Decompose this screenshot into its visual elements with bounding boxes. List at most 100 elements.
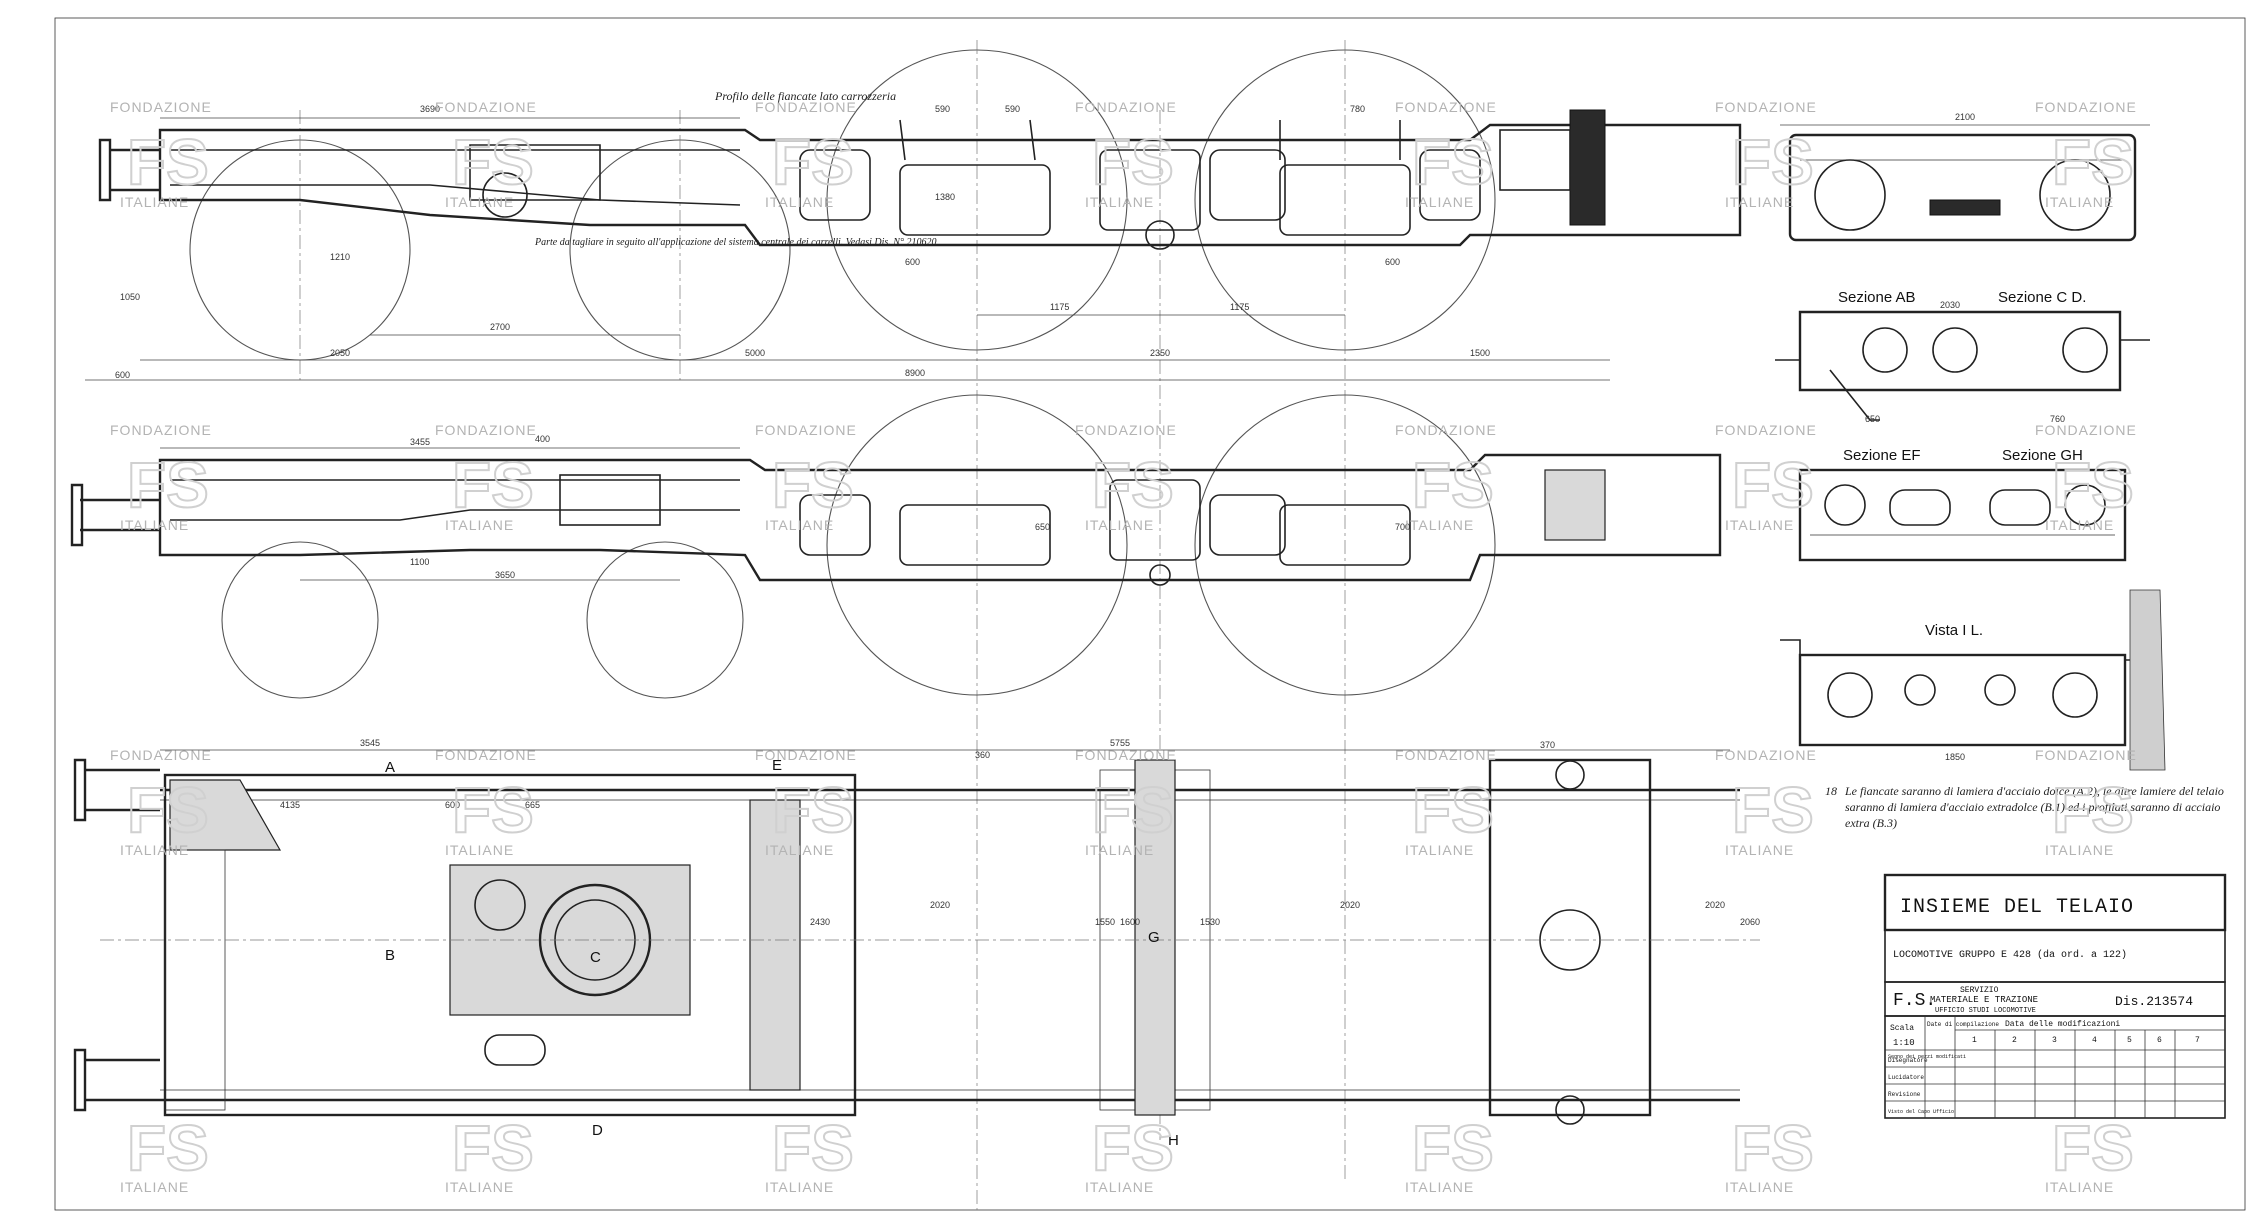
letter-g: G	[1148, 929, 1160, 946]
dim-label: 1175	[1050, 302, 1069, 312]
window	[1209, 149, 1286, 221]
watermark-fondazione: FONDAZIONE	[2035, 99, 2137, 115]
watermark-fondazione: FONDAZIONE	[110, 747, 212, 763]
view-frame	[1798, 653, 2127, 747]
letter-d: D	[592, 1122, 603, 1139]
watermark-fs-logo: FS	[1412, 126, 1494, 198]
profile-note: Profilo delle fiancate lato carrozzeria	[714, 89, 896, 103]
scale-label: Scala	[1890, 1024, 1914, 1033]
section-cd-label: Sezione C D.	[1998, 289, 2086, 306]
section-gh-label: Sezione GH	[2002, 447, 2083, 464]
dim-label: 760	[2050, 414, 2065, 424]
watermark-italiane: ITALIANE	[120, 194, 189, 210]
slot	[484, 1034, 546, 1066]
dates-label: Date di compilazione	[1927, 1021, 1999, 1028]
watermark-italiane: ITALIANE	[2045, 842, 2114, 858]
watermark-fondazione: FONDAZIONE	[2035, 422, 2137, 438]
hanger-links	[899, 119, 1401, 161]
mod-col-3: 3	[2052, 1036, 2057, 1045]
dim-label: 8900	[905, 368, 925, 378]
watermark-fs-logo: FS	[772, 449, 854, 521]
watermark-fs-logo: FS	[2052, 126, 2134, 198]
view-hole	[1904, 674, 1936, 706]
dim-label: 600	[905, 257, 920, 267]
watermark-italiane: ITALIANE	[120, 1179, 189, 1195]
drawing-title: INSIEME DEL TELAIO	[1900, 896, 2134, 919]
mod-col-1: 1	[1972, 1036, 1977, 1045]
dim-label: 1550	[1095, 917, 1115, 927]
watermark-fs-logo: FS	[452, 449, 534, 521]
section-hole	[2064, 484, 2106, 526]
row-label: Disegnatore	[1888, 1057, 1928, 1064]
row-label: Lucidatore	[1888, 1074, 1924, 1081]
dim-label: 1530	[1200, 917, 1220, 927]
watermark-italiane: ITALIANE	[1725, 842, 1794, 858]
watermark-italiane: ITALIANE	[445, 1179, 514, 1195]
dim-label: 650	[1035, 522, 1050, 532]
section-hole	[1824, 484, 1866, 526]
watermark-fondazione: FONDAZIONE	[1395, 99, 1497, 115]
mod-col-2: 2	[2012, 1036, 2017, 1045]
end-plate	[1929, 199, 2001, 216]
window	[799, 149, 871, 221]
dim-label: 1500	[1470, 348, 1490, 358]
scale-value: 1:10	[1893, 1038, 1915, 1048]
letter-h: H	[1168, 1132, 1179, 1149]
frame-outline	[158, 123, 1742, 247]
buffer-left-bottom	[73, 1048, 160, 1112]
dim-label: 1210	[330, 252, 350, 262]
title-block: INSIEME DEL TELAIO LOCOMOTIVE GRUPPO E 4…	[1883, 873, 2227, 1119]
watermark-fondazione: FONDAZIONE	[1075, 422, 1177, 438]
window	[799, 494, 871, 556]
hatched-edge	[2129, 589, 2166, 771]
col-label: Segno dei pezzi modificati	[1888, 1054, 1966, 1060]
watermark-fondazione: FONDAZIONE	[1395, 747, 1497, 763]
dim-label: 2100	[1955, 112, 1975, 122]
dim-label: 2020	[1705, 900, 1725, 910]
watermark-italiane: ITALIANE	[1405, 842, 1474, 858]
buffer-left-top	[73, 758, 160, 822]
letter-e: E	[772, 757, 782, 774]
center-bracket	[1099, 149, 1201, 231]
watermark-fondazione: FONDAZIONE	[1075, 99, 1177, 115]
watermark-italiane: ITALIANE	[1725, 194, 1794, 210]
driving-wheel-2	[1194, 394, 1496, 696]
row-label: Revisione	[1888, 1091, 1921, 1098]
dim-label: 600	[115, 370, 130, 380]
watermark-italiane: ITALIANE	[1085, 194, 1154, 210]
watermark-fondazione: FONDAZIONE	[755, 747, 857, 763]
org-short: F.S.	[1893, 991, 1936, 1011]
pivot	[1149, 564, 1171, 586]
watermark-fs-logo: FS	[2052, 1112, 2134, 1184]
note-text: Le fiancate saranno di lamiera d'acciaio…	[1845, 784, 2224, 830]
watermark-italiane: ITALIANE	[1405, 1179, 1474, 1195]
buffer	[70, 483, 160, 547]
watermark-fs-logo: FS	[452, 126, 534, 198]
watermark-fs-logo: FS	[1732, 774, 1814, 846]
watermark-fs-logo: FS	[1092, 1112, 1174, 1184]
mod-col-4: 4	[2092, 1036, 2097, 1045]
center-bracket	[1109, 479, 1201, 561]
pivot	[1145, 220, 1175, 250]
watermark-fondazione: FONDAZIONE	[1715, 99, 1817, 115]
diagonal-brace	[169, 779, 282, 851]
dim-label: 2700	[490, 322, 510, 332]
frame-box	[469, 144, 601, 201]
dim-label: 780	[1350, 104, 1365, 114]
dim-label: 3455	[410, 437, 430, 447]
dim-label: 3690	[420, 104, 440, 114]
watermark-italiane: ITALIANE	[1085, 1179, 1154, 1195]
section-hole	[1862, 327, 1908, 373]
org-line3: UFFICIO STUDI LOCOMOTIVE	[1935, 1007, 2036, 1015]
drawing-subtitle: LOCOMOTIVE GRUPPO E 428 (da ord. a 122)	[1893, 949, 2127, 961]
frame-inner	[170, 149, 741, 206]
watermark-italiane: ITALIANE	[1725, 1179, 1794, 1195]
dim-label: 2350	[1150, 348, 1170, 358]
cut-note: Parte da tagliare in seguito all'applica…	[534, 237, 936, 248]
dim-label: 5000	[745, 348, 765, 358]
section-slot	[1989, 489, 2051, 526]
dim-label: 3650	[495, 570, 515, 580]
dim-label: 665	[525, 800, 540, 810]
dim-label: 360	[975, 750, 990, 760]
